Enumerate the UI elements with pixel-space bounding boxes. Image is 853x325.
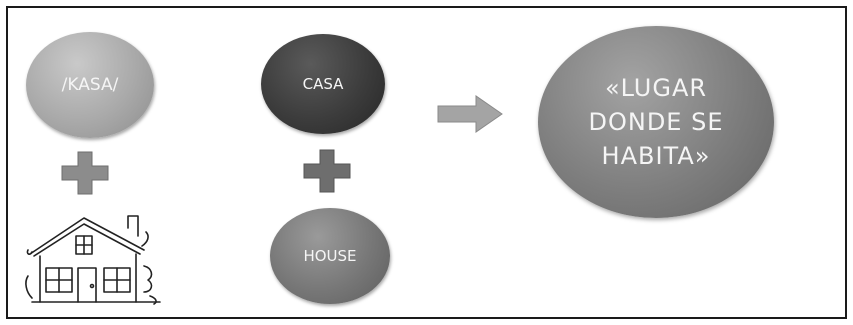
kasa-bubble: /KASA/ <box>26 32 154 138</box>
casa-bubble: CASA <box>261 34 385 134</box>
right-arrow-icon <box>437 95 503 133</box>
kasa-label: /KASA/ <box>61 75 119 95</box>
house-label: HOUSE <box>303 247 357 265</box>
plus-icon <box>303 149 351 193</box>
diagram-frame: /KASA/ CASA HOUSE «LUGAR DONDE SE HABITA… <box>6 6 847 319</box>
casa-label: CASA <box>302 75 344 93</box>
house-bubble: HOUSE <box>270 208 390 304</box>
house-drawing-icon <box>25 215 161 305</box>
lugar-label: «LUGAR DONDE SE HABITA» <box>588 74 724 170</box>
plus-icon <box>61 151 109 195</box>
lugar-bubble: «LUGAR DONDE SE HABITA» <box>538 26 774 218</box>
